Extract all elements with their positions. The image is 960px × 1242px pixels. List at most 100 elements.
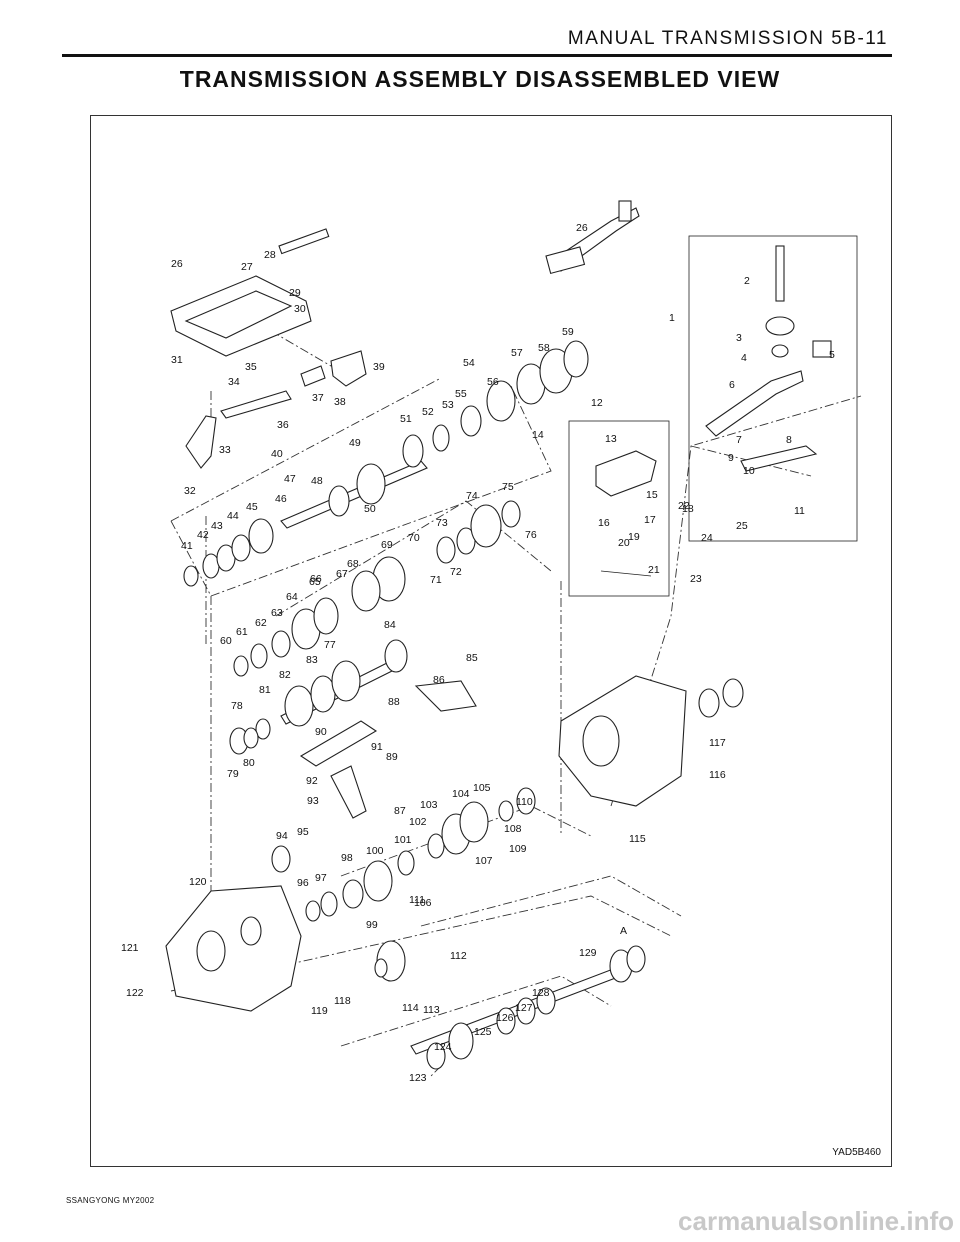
footer-model: SSANGYONG MY2002 bbox=[66, 1196, 155, 1205]
part-callout-92: 92 bbox=[306, 775, 318, 787]
part-callout-22: 22 bbox=[678, 500, 690, 512]
part-callout-49: 49 bbox=[349, 437, 361, 449]
part-callout-32: 32 bbox=[184, 485, 196, 497]
part-callout-102: 102 bbox=[409, 816, 427, 828]
part-callout-127: 127 bbox=[515, 1002, 533, 1014]
part-callout-66: 66 bbox=[310, 573, 322, 585]
part-callout-61: 61 bbox=[236, 626, 248, 638]
figure-code: YAD5B460 bbox=[832, 1147, 881, 1158]
part-callout-40: 40 bbox=[271, 448, 283, 460]
part-callout-62: 62 bbox=[255, 617, 267, 629]
part-callout-35: 35 bbox=[245, 361, 257, 373]
part-callout-97: 97 bbox=[315, 872, 327, 884]
part-callout-26: 26 bbox=[576, 222, 588, 234]
shift-forks bbox=[185, 350, 367, 469]
part-callout-74: 74 bbox=[466, 490, 478, 502]
part-callout-59: 59 bbox=[562, 326, 574, 338]
shift-lever-group-box bbox=[688, 235, 858, 542]
part-callout-105: 105 bbox=[473, 782, 491, 794]
part-callout-41: 41 bbox=[181, 540, 193, 552]
part-callout-69: 69 bbox=[381, 539, 393, 551]
part-callout-19: 19 bbox=[628, 531, 640, 543]
part-callout-47: 47 bbox=[284, 473, 296, 485]
part-callout-106: 106 bbox=[414, 897, 432, 909]
part-callout-33: 33 bbox=[219, 444, 231, 456]
page-title: TRANSMISSION ASSEMBLY DISASSEMBLED VIEW bbox=[179, 66, 781, 92]
part-callout-90: 90 bbox=[315, 726, 327, 738]
part-callout-119: 119 bbox=[311, 1005, 328, 1017]
part-callout-117: 117 bbox=[709, 737, 726, 749]
part-callout-29: 29 bbox=[289, 287, 301, 299]
part-callout-3: 3 bbox=[736, 332, 742, 344]
part-callout-63: 63 bbox=[271, 607, 283, 619]
part-callout-42: 42 bbox=[197, 529, 209, 541]
part-callout-37: 37 bbox=[312, 392, 324, 404]
counter-shaft bbox=[229, 639, 408, 755]
part-callout-72: 72 bbox=[450, 566, 462, 578]
part-callout-67: 67 bbox=[336, 568, 348, 580]
part-callout-85: 85 bbox=[466, 652, 478, 664]
rear-gears bbox=[271, 787, 536, 922]
part-callout-48: 48 bbox=[311, 475, 323, 487]
part-callout-13: 13 bbox=[605, 433, 617, 445]
part-callout-23: 23 bbox=[690, 573, 702, 585]
part-callout-16: 16 bbox=[598, 517, 610, 529]
part-callout-128: 128 bbox=[532, 987, 550, 999]
header-rule bbox=[62, 54, 892, 57]
part-callout-5: 5 bbox=[829, 349, 835, 361]
part-callout-93: 93 bbox=[307, 795, 319, 807]
part-callout-109: 109 bbox=[509, 843, 527, 855]
part-callout-28: 28 bbox=[264, 249, 276, 261]
part-callout-53: 53 bbox=[442, 399, 454, 411]
part-callout-84: 84 bbox=[384, 619, 396, 631]
part-callout-78: 78 bbox=[231, 700, 243, 712]
part-callout-38: 38 bbox=[334, 396, 346, 408]
part-callout-25: 25 bbox=[736, 520, 748, 532]
part-callout-103: 103 bbox=[420, 799, 438, 811]
part-callout-58: 58 bbox=[538, 342, 550, 354]
part-callout-118: 118 bbox=[334, 995, 351, 1007]
part-callout-50: 50 bbox=[364, 503, 376, 515]
part-callout-113: 113 bbox=[423, 1004, 440, 1016]
rear-case bbox=[165, 885, 302, 1012]
part-callout-98: 98 bbox=[341, 852, 353, 864]
part-callout-26: 26 bbox=[171, 258, 183, 270]
part-callout-124: 124 bbox=[434, 1041, 452, 1053]
part-callout-100: 100 bbox=[366, 845, 384, 857]
part-callout-81: 81 bbox=[259, 684, 271, 696]
part-callout-30: 30 bbox=[294, 303, 306, 315]
part-callout-76: 76 bbox=[525, 529, 537, 541]
part-callout-68: 68 bbox=[347, 558, 359, 570]
remote-shift-housing bbox=[545, 200, 640, 275]
part-callout-9: 9 bbox=[728, 452, 734, 464]
intermediate-gears bbox=[183, 500, 521, 677]
part-callout-55: 55 bbox=[455, 388, 467, 400]
part-callout-15: 15 bbox=[646, 489, 658, 501]
assembly-guide-lines bbox=[170, 330, 862, 1077]
part-callout-18: 18 bbox=[682, 503, 694, 515]
part-callout-51: 51 bbox=[400, 413, 412, 425]
section-title: MANUAL TRANSMISSION 5B-11 bbox=[567, 28, 888, 49]
part-callout-86: 86 bbox=[433, 674, 445, 686]
part-callout-123: 123 bbox=[409, 1072, 427, 1084]
part-callout-21: 21 bbox=[648, 564, 660, 576]
top-cover-assembly bbox=[170, 228, 330, 357]
part-callout-73: 73 bbox=[436, 517, 448, 529]
part-callout-64: 64 bbox=[286, 591, 298, 603]
part-callout-80: 80 bbox=[243, 757, 255, 769]
part-callout-54: 54 bbox=[463, 357, 475, 369]
part-callout-70: 70 bbox=[408, 532, 420, 544]
exploded-view-drawing: 1234567891011121314151617181920212223242… bbox=[121, 200, 862, 1084]
part-callout-104: 104 bbox=[452, 788, 470, 800]
part-callout-79: 79 bbox=[227, 768, 239, 780]
shift-cover bbox=[595, 450, 657, 577]
output-shaft bbox=[374, 940, 646, 1070]
part-callout-110: 110 bbox=[516, 796, 533, 808]
footer-watermark: carmanualsonline.info bbox=[678, 1206, 954, 1236]
part-callout-A: A bbox=[620, 925, 627, 937]
part-callout-34: 34 bbox=[228, 376, 240, 388]
part-callout-101: 101 bbox=[394, 834, 412, 846]
part-callout-126: 126 bbox=[496, 1012, 514, 1024]
main-shaft bbox=[280, 340, 589, 529]
